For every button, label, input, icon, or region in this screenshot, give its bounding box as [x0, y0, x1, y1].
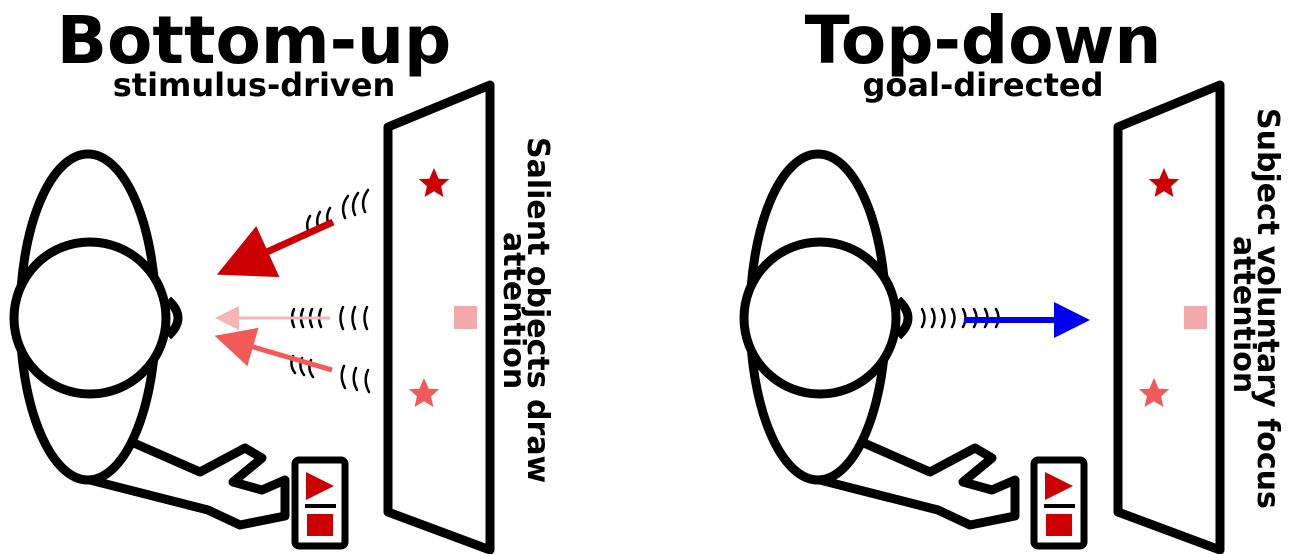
salient-arrow-medium	[214, 327, 333, 373]
side-label-line-2: attention	[496, 232, 531, 389]
play-icon	[1045, 472, 1073, 500]
person-head	[9, 237, 171, 399]
stop-icon	[307, 514, 333, 536]
play-icon	[306, 472, 334, 500]
stimulus-screen	[383, 80, 495, 554]
panel-title: Bottom-up	[57, 2, 452, 79]
controller	[291, 456, 349, 550]
controller	[1030, 456, 1088, 550]
panel-subtitle: stimulus-driven	[113, 66, 396, 104]
side-label-line-1: Subject voluntary focus	[1250, 108, 1285, 509]
stop-icon	[1046, 514, 1072, 536]
person-nose	[164, 296, 183, 340]
side-label-line-1: Salient objects draw	[520, 137, 555, 483]
panel-subtitle: goal-directed	[863, 66, 1104, 104]
panel-bottom-up: Bottom-up stimulus-driven	[9, 2, 555, 554]
person-nose	[894, 296, 913, 340]
panel-title: Top-down	[805, 2, 1162, 79]
salient-arrow-strong	[216, 218, 335, 278]
panel-top-down: Top-down goal-directed	[739, 2, 1285, 554]
side-label-line-2: attention	[1226, 236, 1261, 393]
person-head	[739, 237, 901, 399]
square-stimulus	[1184, 306, 1207, 329]
stimulus-screen	[1113, 80, 1225, 554]
square-stimulus	[454, 306, 477, 329]
